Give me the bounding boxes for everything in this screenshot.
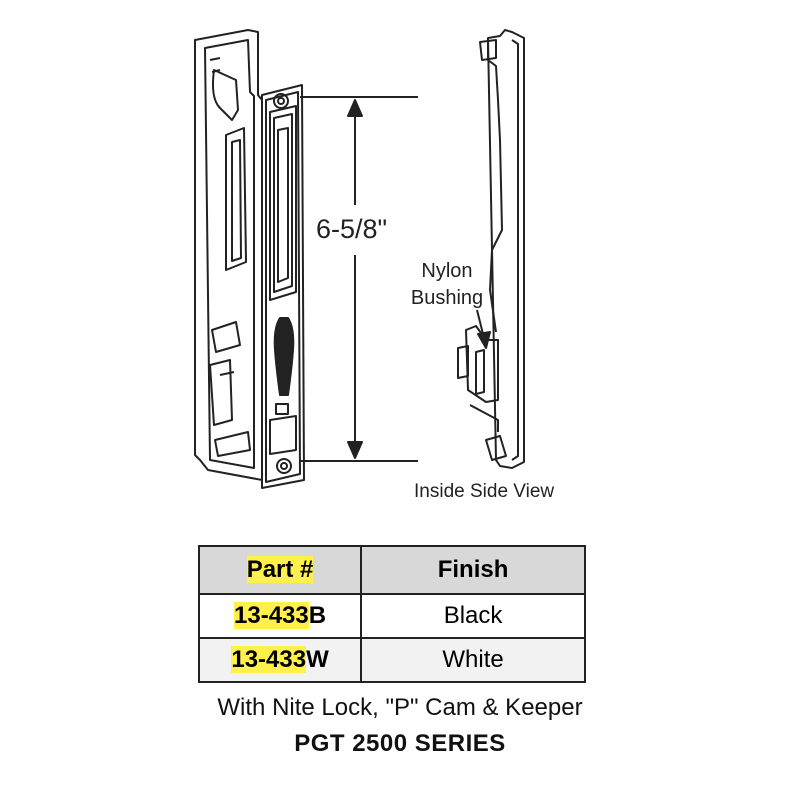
table-header-row: Part # Finish (197, 545, 586, 595)
bushing-pointer (476, 309, 491, 349)
part-number-cell: 13-433W (197, 637, 363, 683)
part-number-base: 13-433 (234, 602, 309, 629)
part-number-base: 13-433 (231, 646, 307, 673)
description-caption: With Nite Lock, "P" Cam & Keeper (217, 694, 583, 721)
part-number-suffix: B (308, 602, 327, 629)
handle-back-body (194, 29, 263, 481)
part-number-header: Part # (197, 545, 363, 595)
part-number-cell: 13-433B (197, 593, 363, 639)
inside-side-view-label: Inside Side View (414, 481, 555, 502)
table-row: 13-433B Black (197, 593, 586, 639)
side-view (457, 29, 525, 469)
part-number-suffix: W (306, 646, 329, 673)
finish-cell: Black (360, 593, 586, 639)
dimension-label: 6-5/8" (316, 214, 388, 244)
finish-header: Finish (360, 545, 586, 595)
table-row: 13-433W White (197, 637, 586, 683)
nylon-bushing-label-line2: Bushing (410, 287, 484, 309)
nylon-bushing-label-line1: Nylon (421, 260, 473, 282)
series-caption: PGT 2500 SERIES (294, 730, 506, 757)
nylon-bushing-label: Nylon Bushing (392, 258, 502, 312)
part-number-header-text: Part # (246, 556, 314, 583)
handle-diagram (194, 29, 525, 489)
dimension-arrow (300, 96, 418, 462)
finish-cell: White (360, 637, 586, 683)
parts-table: Part # Finish 13-433B Black 13-433W Whit… (197, 545, 586, 683)
handle-face-plate (261, 84, 305, 489)
